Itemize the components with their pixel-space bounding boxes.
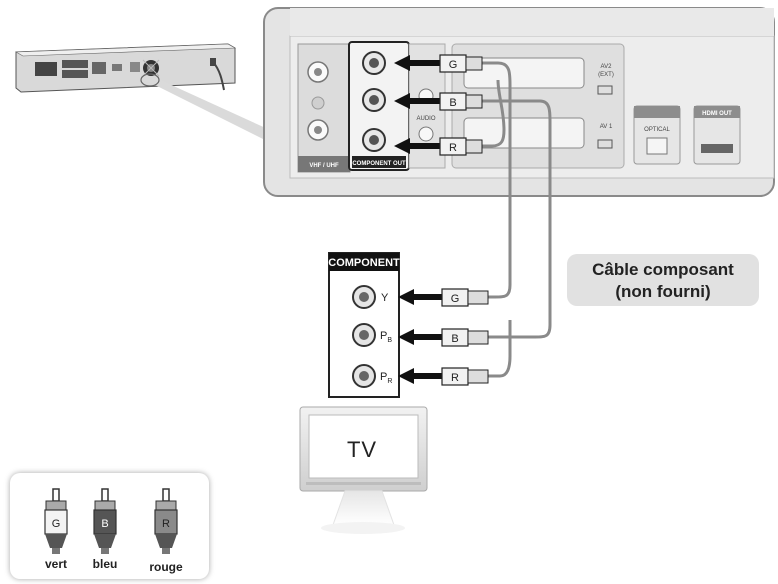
recorder-scart-bottom (62, 70, 88, 78)
legend-plugs: G B R (44, 488, 178, 554)
plug-blue-bottom-letter: B (451, 333, 458, 345)
tv-screen (308, 414, 419, 479)
cable-blue (482, 99, 552, 339)
bottom-plugs: G B R (398, 288, 489, 386)
av2-label-line1: AV2 (601, 64, 613, 70)
tv-jack-pr-label: PR (380, 371, 392, 385)
legend-label-green: vert (44, 557, 67, 571)
legend-plug-blue: B (93, 488, 117, 554)
tv-jack-y-label: Y (381, 292, 389, 304)
plug-blue-top-letter: B (449, 97, 456, 109)
recorder-power-cord (212, 61, 225, 91)
av1-arrow-icon (597, 139, 613, 149)
arrow-pb-icon (394, 93, 410, 109)
back-panel: VHF / UHF COMPONENT OUT AUDIO AV2 (263, 7, 775, 197)
tv-set (299, 406, 428, 534)
scart-block: AV2 (EXT) AV 1 (451, 43, 625, 169)
legend-green-letter: G (52, 518, 61, 530)
hdmi-port (701, 144, 733, 153)
optical-label: OPTICAL (644, 127, 670, 133)
plug-green-bottom-letter: G (451, 293, 460, 305)
vhf-uhf-label: VHF / UHF (309, 163, 339, 169)
plug-green-top-letter: G (449, 59, 458, 71)
recorder-port-block (35, 62, 57, 76)
hdmi-label: HDMI OUT (702, 111, 732, 117)
av1-label: AV 1 (600, 124, 613, 130)
av2-arrow-icon (597, 85, 613, 95)
scart-av2-connector (463, 57, 585, 89)
plug-red-top-letter: R (449, 142, 457, 154)
component-out-block: COMPONENT OUT (348, 41, 410, 171)
component-input-title: COMPONENT (328, 257, 400, 269)
tv-jack-pb-label: PB (380, 330, 392, 344)
cable-red-lower (488, 320, 512, 378)
optical-port (646, 137, 668, 155)
audio-label: AUDIO (416, 116, 435, 122)
cable-red (482, 79, 506, 148)
component-out-label: COMPONENT OUT (352, 161, 406, 167)
arrow-bottom-pb-icon (398, 329, 414, 345)
legend-plug-red: R (154, 488, 178, 554)
optical-block: OPTICAL (633, 105, 681, 165)
cable-callout: Câble composant (non fourni) (567, 254, 759, 306)
arrow-bottom-pr-icon (398, 368, 414, 384)
component-cable (482, 61, 552, 378)
legend-label-red: rouge (149, 560, 183, 574)
hdmi-block: HDMI OUT (693, 105, 741, 165)
plug-red-bottom-letter: R (451, 372, 459, 384)
legend-red-letter: R (162, 518, 170, 530)
arrow-bottom-y-icon (398, 289, 414, 305)
tv-stand (332, 490, 395, 526)
arrow-pr-icon (394, 138, 410, 154)
recorder-scart-top (62, 60, 88, 68)
zoom-indicator (140, 73, 270, 140)
cable-green (482, 61, 512, 299)
callout-line1: Câble composant (592, 260, 734, 279)
arrow-y-icon (394, 55, 410, 71)
tv-label: TV (346, 437, 378, 462)
tv-component-input: COMPONENT Y PB PR (328, 252, 400, 398)
top-plugs: G B R (394, 54, 483, 156)
recorder-device (14, 43, 237, 93)
antenna-block: VHF / UHF (297, 43, 351, 173)
legend-label-blue: bleu (92, 557, 118, 571)
av2-label-line2: (EXT) (598, 72, 614, 78)
legend-plug-green: G (44, 488, 68, 554)
scart-av1-connector (463, 117, 585, 149)
legend-blue-letter: B (101, 518, 108, 530)
zoom-circle (140, 73, 160, 87)
callout-line2: (non fourni) (615, 282, 711, 301)
